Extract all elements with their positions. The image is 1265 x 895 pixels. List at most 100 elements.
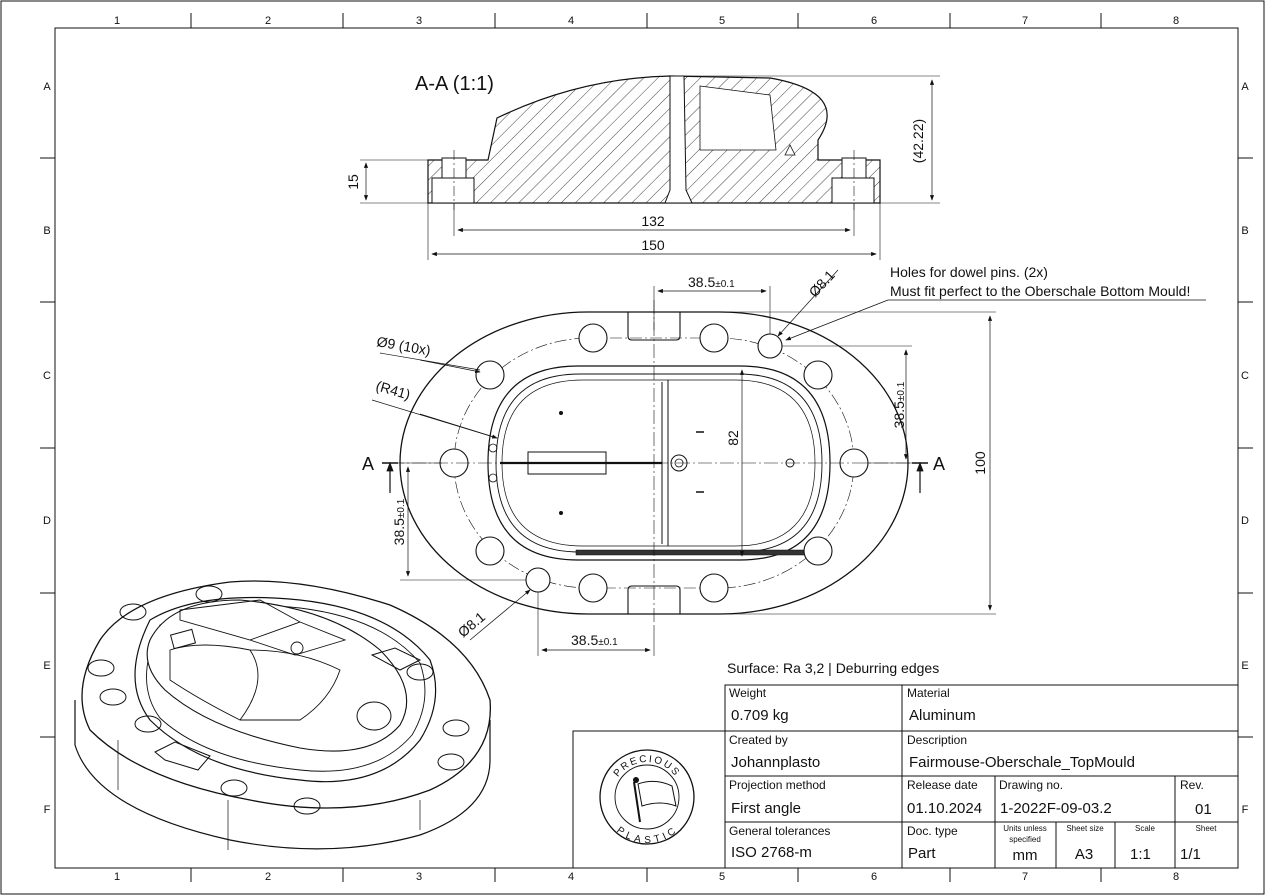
- dim-holes: Ø9 (10x): [375, 333, 431, 358]
- dowel-hole: [757, 333, 783, 359]
- weight-value: 0.709 kg: [731, 707, 789, 724]
- svg-text:PLASTIC: PLASTIC: [614, 825, 679, 846]
- bolt-hole: [578, 323, 608, 353]
- units-label: Units unless: [1003, 824, 1047, 833]
- drawing-no-label: Drawing no.: [999, 778, 1063, 792]
- dim-pin-spacing: 132: [641, 213, 665, 229]
- dim-right-offset: 38.5±0.1: [891, 381, 907, 428]
- bolt-hole: [578, 573, 608, 603]
- zone-row-left: E: [43, 660, 50, 672]
- zone-row-left: B: [43, 225, 50, 237]
- zone-row-left: A: [43, 81, 51, 93]
- left-pin-recess: [431, 177, 475, 204]
- iso-shell-button: [169, 644, 341, 721]
- bolt-hole: [699, 323, 729, 353]
- dim-pin-dia-bottom: Ø8.1: [455, 608, 489, 640]
- iso-base-bottom: [74, 700, 491, 850]
- sheet-label: Sheet: [1196, 824, 1218, 833]
- dim-section-height: 15: [345, 174, 361, 190]
- iso-hole: [134, 715, 162, 733]
- dim-bottom-offset: 38.5±0.1: [571, 632, 618, 648]
- zone-col-top: 7: [1022, 15, 1028, 27]
- units-label: specified: [1009, 835, 1041, 844]
- bolt-hole: [803, 360, 833, 390]
- zone-col-top: 4: [568, 15, 574, 27]
- bolt-hole: [699, 573, 729, 603]
- title-block: [572, 684, 1239, 869]
- iso-hole: [442, 719, 470, 737]
- bolt-circle: [453, 337, 855, 589]
- title-block-text: Weight 0.709 kg Material Aluminum Create…: [729, 686, 1217, 864]
- dowel-note-line2: Must fit perfect to the Oberschale Botto…: [890, 283, 1190, 299]
- iso-cavity-outer: [134, 596, 437, 783]
- release-value: 01.10.2024: [907, 800, 982, 817]
- zone-row-right: F: [1242, 804, 1249, 816]
- bottom-rib: [575, 549, 817, 556]
- dim-height: 100: [972, 451, 988, 475]
- iso-hole: [195, 585, 223, 603]
- created-label: Created by: [729, 733, 788, 747]
- zone-col-top: 8: [1173, 15, 1179, 27]
- zone-col-top: 1: [114, 15, 120, 27]
- rev-value: 01: [1195, 801, 1212, 818]
- units-value: mm: [1013, 847, 1038, 864]
- precious-plastic-logo: PRECIOUS PLASTIC: [599, 749, 695, 846]
- right-cavity: [699, 85, 777, 151]
- drawing-no-value: 1-2022F-09-03.2: [1000, 800, 1112, 817]
- cavity-outer: [487, 365, 831, 561]
- iso-hole: [406, 663, 434, 681]
- bolt-hole: [475, 536, 505, 566]
- side-pin: [488, 443, 498, 453]
- zone-col-top: 2: [265, 15, 271, 27]
- cavity-core: [501, 379, 816, 547]
- iso-hole: [99, 688, 127, 706]
- doc-type-label: Doc. type: [907, 824, 958, 838]
- material-label: Material: [907, 686, 950, 700]
- dim-radius: (R41): [374, 378, 412, 403]
- dim-cavity: 82: [725, 430, 741, 446]
- iso-hole: [87, 659, 115, 677]
- vent-dot: [559, 411, 563, 415]
- zone-row-left: D: [43, 515, 51, 527]
- dim-pin-dia-top: Ø8.1: [805, 267, 838, 300]
- iso-hole: [220, 779, 248, 797]
- dowel-note-line1: Holes for dowel pins. (2x): [890, 264, 1048, 280]
- zone-labels: 1 2 3 4 5 6 7 8 1 2 3 4 5 6 7 8 A B C D …: [43, 15, 1249, 883]
- section-cut-label-right: A: [933, 454, 945, 474]
- release-label: Release date: [907, 778, 978, 792]
- bolt-hole: [475, 360, 505, 390]
- created-value: Johannplasto: [731, 754, 820, 771]
- iso-notch: [370, 647, 422, 671]
- zone-col-bottom: 7: [1022, 871, 1028, 883]
- zone-col-bottom: 1: [114, 871, 120, 883]
- side-pin: [488, 473, 498, 483]
- zone-col-bottom: 2: [265, 871, 271, 883]
- zone-row-right: C: [1241, 370, 1249, 382]
- section-body: [427, 75, 881, 204]
- zone-col-top: 6: [871, 15, 877, 27]
- iso-hole: [293, 797, 321, 815]
- scale-value: 1:1: [1130, 846, 1151, 863]
- iso-notch: [154, 741, 211, 771]
- zone-ticks: [40, 13, 1253, 882]
- zone-col-top: 3: [416, 15, 422, 27]
- zone-col-bottom: 8: [1173, 871, 1179, 883]
- bolt-holes: [439, 323, 869, 603]
- projection-label: Projection method: [729, 778, 826, 792]
- dim-left-offset: 38.5±0.1: [391, 498, 407, 545]
- zone-row-right: B: [1241, 225, 1248, 237]
- sheet-size-label: Sheet size: [1066, 824, 1104, 833]
- surface-note: Surface: Ra 3,2 | Deburring edges: [727, 660, 939, 676]
- material-value: Aluminum: [909, 707, 976, 724]
- iso-shell-ridge: [179, 599, 347, 656]
- zone-col-top: 5: [719, 15, 725, 27]
- isometric-view: [74, 580, 491, 850]
- dowel-hole: [525, 567, 551, 593]
- dim-section-width: 150: [641, 237, 665, 253]
- dim-top-offset: 38.5±0.1: [688, 274, 735, 290]
- bolt-hole: [803, 536, 833, 566]
- doc-type-value: Part: [908, 845, 936, 862]
- zone-row-left: F: [44, 804, 51, 816]
- section-cut-label-left: A: [362, 454, 374, 474]
